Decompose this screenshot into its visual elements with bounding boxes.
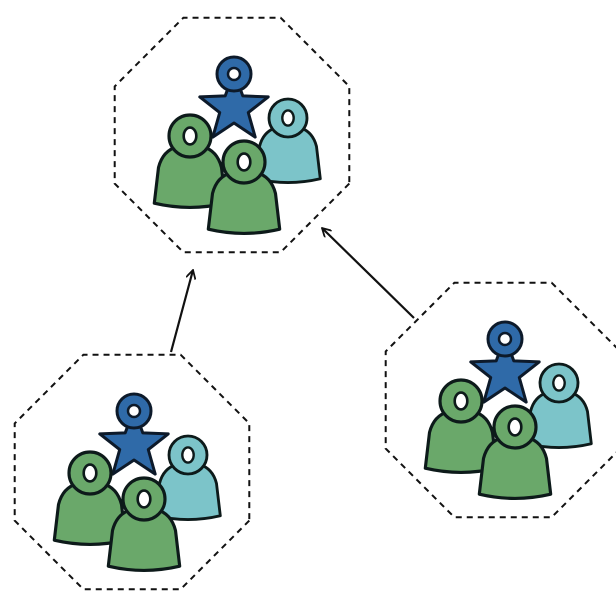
pawn-figure-icon xyxy=(477,404,553,500)
pawn-figure-icon xyxy=(106,476,182,572)
pawn-figure-icon xyxy=(525,362,593,449)
pawn-figure-icon xyxy=(152,113,228,209)
cluster-bottom-right xyxy=(384,281,616,519)
pawn-figure-icon xyxy=(52,450,128,546)
clusters-layer xyxy=(13,16,616,591)
pawn-figure-icon xyxy=(423,378,499,474)
starfish-figure-icon xyxy=(469,320,541,404)
cluster-bottom-left xyxy=(13,353,251,591)
pawn-figure-icon xyxy=(154,434,222,521)
cluster-top xyxy=(113,16,351,254)
arrow-bottom-left-to-top xyxy=(169,270,193,353)
arrow-bottom-right-to-top xyxy=(322,228,415,319)
edges-layer xyxy=(169,228,415,353)
starfish-figure-icon xyxy=(98,392,170,476)
pawn-figure-icon xyxy=(254,97,322,184)
starfish-figure-icon xyxy=(198,55,270,139)
pawn-figure-icon xyxy=(206,139,282,235)
